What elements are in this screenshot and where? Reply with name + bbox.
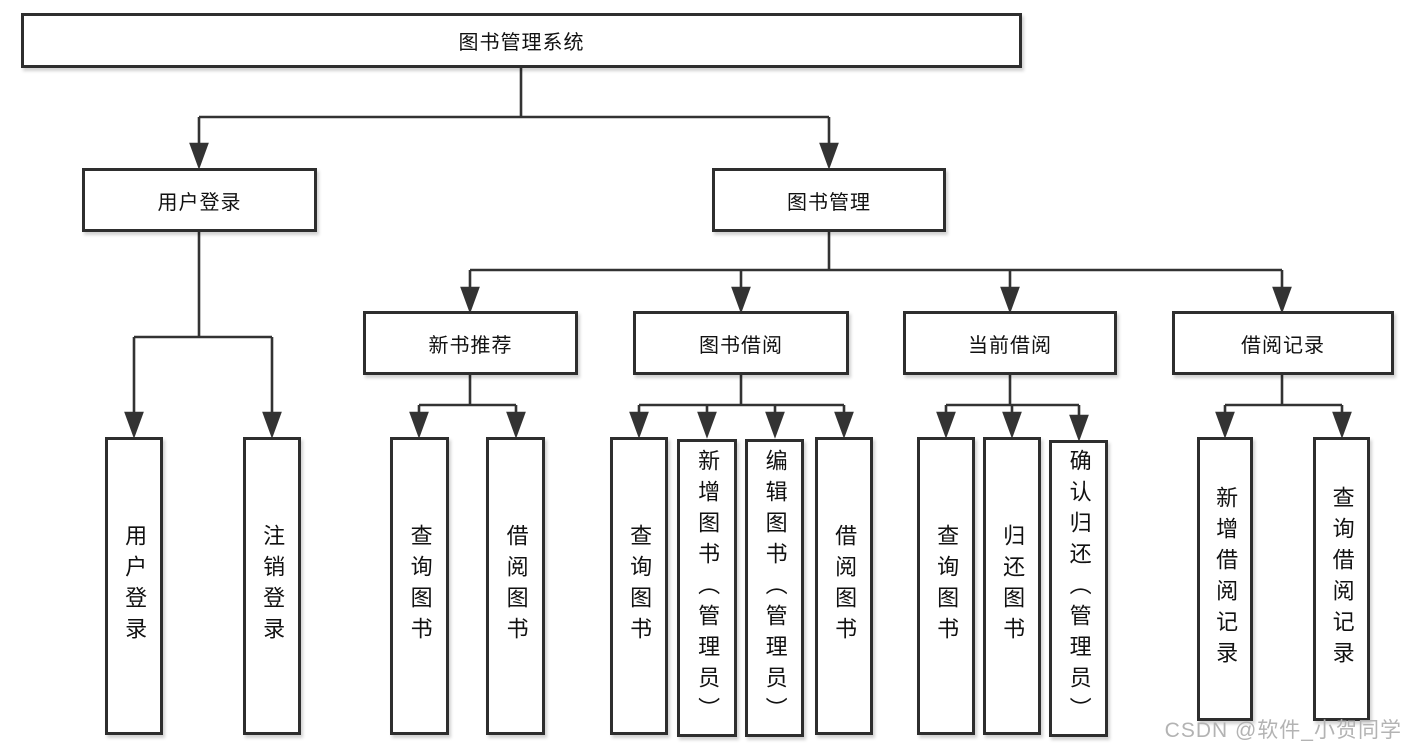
leaf-logout: 注销登录 [243, 437, 301, 735]
connector-current-to-leaves [936, 375, 1089, 442]
leaf-borrow-books-label: 借阅图书 [832, 524, 858, 648]
leaf-return-book-label: 归还图书 [1000, 524, 1026, 648]
leaf-query-borrow-record: 查询借阅记录 [1313, 437, 1370, 721]
connector-borrow-to-leaves [629, 375, 854, 439]
leaf-query-books-current: 查询图书 [917, 437, 975, 735]
leaf-confirm-return-admin-label: 确认归还（管理员） [1066, 449, 1092, 728]
leaf-add-book-admin: 新增图书（管理员） [677, 439, 737, 737]
node-current-borrow: 当前借阅 [903, 311, 1117, 375]
connector-bookmgmt-to-groups [460, 232, 1292, 314]
node-book-borrow-label: 图书借阅 [699, 334, 783, 357]
leaf-edit-book-admin-label: 编辑图书（管理员） [762, 448, 788, 728]
leaf-borrow-books-recommend: 借阅图书 [486, 437, 545, 735]
leaf-user-login: 用户登录 [105, 437, 163, 735]
leaf-query-books-borrow-label: 查询图书 [627, 524, 653, 648]
leaf-logout-label: 注销登录 [260, 524, 286, 648]
leaf-borrow-books: 借阅图书 [815, 437, 873, 735]
leaf-query-books-current-label: 查询图书 [934, 524, 960, 648]
watermark-text: CSDN @软件_小贺同学 [1164, 719, 1402, 742]
leaf-query-borrow-record-label: 查询借阅记录 [1329, 486, 1355, 672]
node-user-login: 用户登录 [82, 168, 317, 232]
node-library-system: 图书管理系统 [21, 13, 1022, 68]
connector-records-to-leaves [1215, 375, 1352, 439]
node-current-borrow-label: 当前借阅 [968, 334, 1052, 357]
connector-userlogin-to-leaves [124, 232, 282, 439]
node-borrow-records: 借阅记录 [1172, 311, 1394, 375]
connector-recommend-to-leaves [409, 375, 526, 439]
leaf-return-book: 归还图书 [983, 437, 1041, 735]
node-user-login-label: 用户登录 [157, 191, 242, 214]
connector-root-to-branches [189, 68, 839, 170]
leaf-edit-book-admin: 编辑图书（管理员） [745, 439, 804, 737]
leaf-borrow-books-recommend-label: 借阅图书 [503, 524, 529, 648]
leaf-query-books-recommend: 查询图书 [390, 437, 449, 735]
leaf-query-books-recommend-label: 查询图书 [407, 524, 433, 648]
leaf-confirm-return-admin: 确认归还（管理员） [1049, 440, 1108, 737]
leaf-add-book-admin-label: 新增图书（管理员） [695, 448, 721, 728]
node-book-management-label: 图书管理 [787, 191, 871, 214]
node-new-book-recommend-label: 新书推荐 [428, 334, 513, 357]
node-borrow-records-label: 借阅记录 [1241, 334, 1325, 357]
leaf-add-borrow-record: 新增借阅记录 [1197, 437, 1253, 721]
node-library-system-label: 图书管理系统 [458, 32, 585, 54]
node-book-borrow: 图书借阅 [633, 311, 849, 375]
node-book-management: 图书管理 [712, 168, 946, 232]
leaf-user-login-label: 用户登录 [122, 524, 148, 648]
leaf-query-books-borrow: 查询图书 [610, 437, 668, 735]
leaf-add-borrow-record-label: 新增借阅记录 [1213, 486, 1239, 672]
node-new-book-recommend: 新书推荐 [363, 311, 578, 375]
